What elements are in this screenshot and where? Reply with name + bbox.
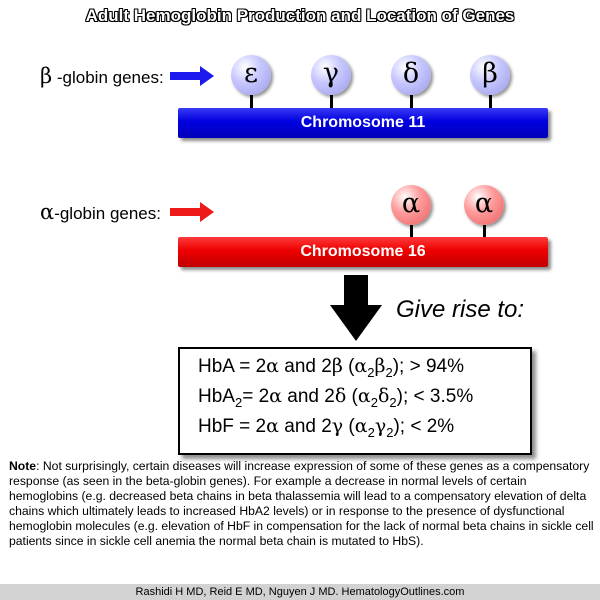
page-title: Adult Hemoglobin Production and Location… (85, 6, 515, 25)
hbf-line: HbF = 2α and 2γ (α2γ2); < 2% (198, 415, 454, 440)
hba2-subscript: 2 (370, 394, 378, 410)
gene-stem (410, 225, 413, 241)
hemoglobin-box: HbA = 2α and 2β (α2β2); > 94% HbA2= 2α a… (178, 347, 532, 455)
gene-delta: δ (391, 55, 431, 95)
hba-greek: α (266, 355, 279, 377)
hba2-text: and 2 (282, 386, 335, 407)
gene-epsilon: ε (231, 55, 271, 95)
hbf-text: HbF = 2 (198, 416, 267, 437)
hba2-text: ( (346, 386, 358, 407)
gene-stem (410, 95, 413, 112)
hbf-text: and 2 (278, 416, 332, 437)
note-text: : Not surprisingly, certain diseases wil… (9, 459, 594, 548)
hba2-greek: α (269, 385, 282, 407)
hba-greek: β (331, 355, 343, 377)
gene-gamma: γ (311, 55, 351, 95)
hba-text: and 2 (278, 356, 332, 377)
hba-greek: α (354, 355, 368, 377)
hba2-text: ); < 3.5% (396, 386, 474, 407)
hbf-greek: γ (331, 415, 344, 437)
chromosome-11-bar: Chromosome 11 (178, 108, 548, 138)
gene-stem (250, 95, 253, 112)
hba2-text: HbA (198, 386, 235, 407)
hbf-text: ); < 2% (393, 416, 455, 437)
give-rise-text: Give rise to: (396, 296, 525, 323)
hba-subscript: 2 (385, 364, 393, 380)
gene-alpha-2: α (464, 185, 504, 225)
beta-arrow-icon (170, 66, 214, 86)
note-paragraph: Note: Not surprisingly, certain diseases… (9, 459, 594, 549)
hbf-text: ( (343, 416, 355, 437)
hba2-subscript: 2 (234, 394, 243, 410)
note-label: Note (9, 459, 37, 473)
hba-line: HbA = 2α and 2β (α2β2); > 94% (198, 355, 464, 380)
alpha-symbol: α (40, 200, 55, 224)
hba-text: ( (342, 356, 355, 377)
gene-beta: β (470, 55, 510, 95)
beta-symbol: β (40, 64, 53, 88)
hba2-greek: δ (334, 385, 347, 407)
footer-credits: Rashidi H MD, Reid E MD, Nguyen J MD. He… (0, 584, 600, 600)
down-arrow-icon (330, 275, 382, 341)
hba2-subscript: 2 (389, 394, 397, 410)
hba-greek: β (374, 355, 386, 377)
alpha-arrow-icon (170, 202, 214, 222)
gene-stem (330, 95, 333, 112)
hba2-greek: δ (377, 385, 390, 407)
hba-subscript: 2 (367, 364, 375, 380)
hbf-greek: α (266, 415, 279, 437)
hba-text: HbA = 2 (198, 356, 267, 377)
beta-label-text: -globin genes: (52, 68, 164, 87)
gene-stem (489, 95, 492, 112)
hbf-subscript: 2 (386, 424, 394, 440)
hba2-text: = 2 (242, 386, 270, 407)
alpha-label-text: -globin genes: (54, 204, 161, 223)
gene-stem (483, 225, 486, 241)
hba-text: ); > 94% (392, 356, 464, 377)
beta-globin-label: β -globin genes: (40, 64, 164, 88)
alpha-globin-label: α-globin genes: (40, 200, 161, 224)
hbf-greek: α (354, 415, 368, 437)
hbf-greek: γ (374, 415, 387, 437)
hba2-line: HbA2= 2α and 2δ (α2δ2); < 3.5% (198, 385, 473, 410)
chromosome-16-bar: Chromosome 16 (178, 237, 548, 267)
hbf-subscript: 2 (367, 424, 375, 440)
gene-alpha-1: α (391, 185, 431, 225)
hba2-greek: α (357, 385, 371, 407)
